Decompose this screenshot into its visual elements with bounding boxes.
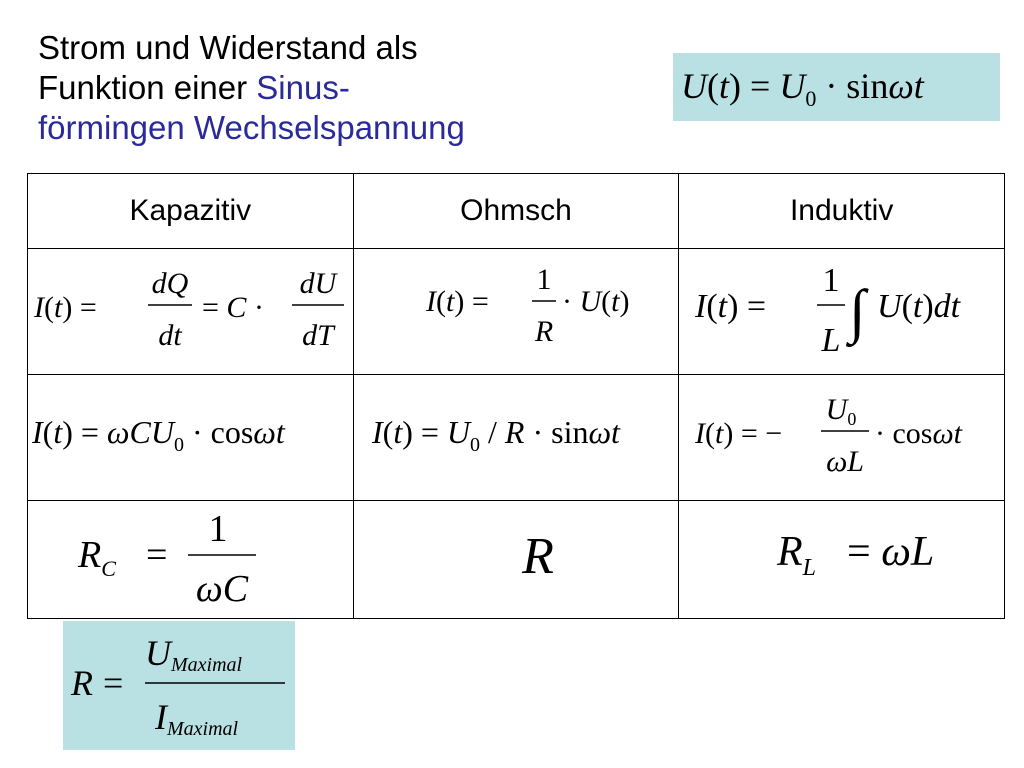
- svg-text:IMaximal: IMaximal: [154, 697, 239, 740]
- formula-ohmic-current-sin: I(t) = U0 / R · sinωt: [352, 374, 680, 501]
- formula-ohmic-resistance: R: [352, 500, 680, 619]
- svg-text:I(t) =: I(t) =: [33, 291, 97, 324]
- svg-text:I(t) = −: I(t) = −: [694, 417, 782, 450]
- slide-title: Strom und Widerstand als Funktion einer …: [38, 28, 598, 148]
- formula-inductive-current-integral: I(t) = 1 L ∫ U(t)dt: [678, 248, 1005, 375]
- svg-text:1: 1: [536, 263, 551, 296]
- svg-text:I(t) =: I(t) =: [694, 288, 766, 325]
- svg-text:U(t) = U0 · sinωt: U(t) = U0 · sinωt: [681, 66, 925, 111]
- title-line-1: Strom und Widerstand als: [38, 29, 418, 66]
- svg-text:I(t) = ωCU0 · cosωt: I(t) = ωCU0 · cosωt: [31, 414, 286, 456]
- voltage-formula-box: U(t) = U0 · sinωt: [673, 53, 1000, 121]
- title-line-2a: Funktion einer: [38, 69, 257, 106]
- svg-text:R: R: [534, 315, 553, 348]
- svg-text:ωC: ωC: [196, 568, 249, 610]
- svg-text:RC: RC: [77, 534, 116, 581]
- svg-text:R: R: [70, 663, 93, 703]
- header-ohmsch: Ohmsch: [352, 173, 680, 249]
- svg-text:RL: RL: [776, 529, 816, 581]
- formula-inductive-current-cos: I(t) = − U0 ωL · cosωt: [678, 374, 1005, 501]
- formula-capacitive-current-cos: I(t) = ωCU0 · cosωt: [27, 374, 354, 501]
- table-header-row: Kapazitiv Ohmsch Induktiv: [27, 173, 1005, 249]
- svg-text:1: 1: [209, 508, 228, 550]
- svg-text:· U(t): · U(t): [562, 285, 630, 318]
- title-line-2: Funktion einer Sinus-: [38, 68, 598, 108]
- title-highlight-sinus: Sinus-: [256, 69, 350, 106]
- voltage-formula: U(t) = U0 · sinωt: [681, 66, 925, 111]
- svg-text:I(t) = U0 / R · sinωt: I(t) = U0 / R · sinωt: [371, 414, 621, 456]
- svg-text:I(t) =: I(t) =: [425, 285, 489, 318]
- svg-text:UMaximal: UMaximal: [145, 633, 243, 676]
- table-row-resistance: RC = 1 ωC R RL = ωL: [27, 500, 1005, 619]
- svg-text:dQ: dQ: [152, 267, 189, 300]
- svg-text:ωL: ωL: [826, 445, 864, 478]
- svg-text:U0: U0: [825, 393, 856, 429]
- svg-text:U(t)dt: U(t)dt: [877, 288, 962, 325]
- table-row-current-integral: I(t) = dQ dt = C · dU dT I(t) = 1 R · U(…: [27, 248, 1005, 375]
- svg-text:=: =: [103, 663, 123, 703]
- resistance-ratio-formula: R = UMaximal IMaximal: [70, 633, 285, 740]
- formula-capacitive-current-derivative: I(t) = dQ dt = C · dU dT: [27, 248, 354, 375]
- formula-ohmic-current: I(t) = 1 R · U(t): [352, 248, 680, 375]
- svg-text:1: 1: [822, 262, 839, 299]
- svg-text:= ωL: = ωL: [847, 529, 934, 575]
- svg-text:R: R: [521, 528, 554, 585]
- resistance-ratio-box: R = UMaximal IMaximal: [63, 621, 295, 750]
- formula-capacitive-reactance: RC = 1 ωC: [27, 500, 354, 619]
- svg-text:dT: dT: [302, 319, 336, 352]
- svg-text:dt: dt: [159, 319, 183, 352]
- svg-text:∫: ∫: [846, 278, 869, 348]
- formula-inductive-reactance: RL = ωL: [678, 500, 1005, 619]
- svg-text:= C ·: = C ·: [202, 291, 264, 324]
- table-row-current-sinusoidal: I(t) = ωCU0 · cosωt I(t) = U0 / R · sinω…: [27, 374, 1005, 501]
- svg-text:L: L: [820, 322, 840, 359]
- header-kapazitiv: Kapazitiv: [27, 173, 354, 249]
- title-line-3: förmingen Wechselspannung: [38, 109, 465, 146]
- svg-text:· cosωt: · cosωt: [875, 417, 963, 450]
- svg-text:dU: dU: [300, 267, 339, 300]
- header-induktiv: Induktiv: [678, 173, 1005, 249]
- impedance-table: Kapazitiv Ohmsch Induktiv I(t) = dQ dt =…: [27, 173, 1005, 619]
- svg-text:=: =: [146, 534, 167, 576]
